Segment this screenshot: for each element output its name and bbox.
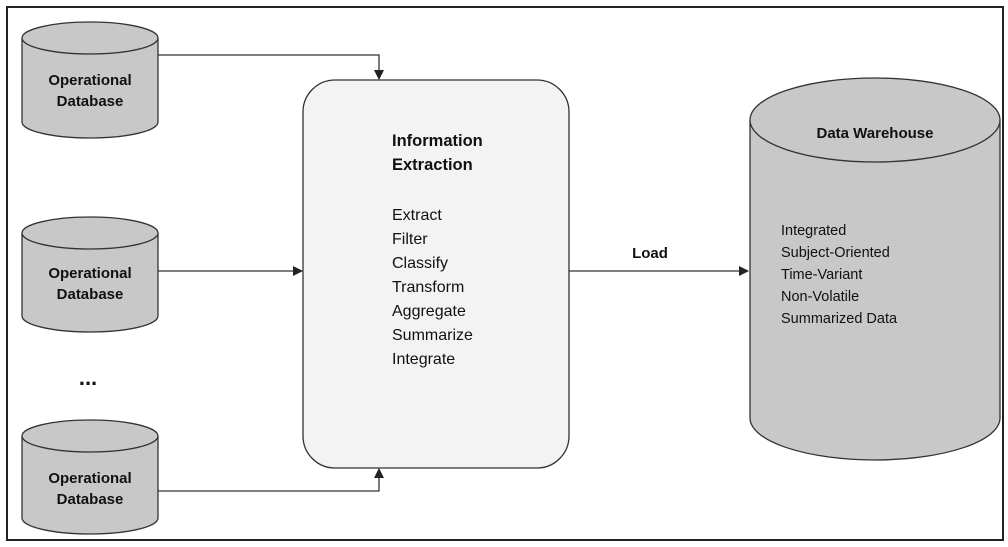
database-label-line1: Operational	[48, 265, 131, 282]
warehouse-property: Non-Volatile	[781, 289, 859, 305]
warehouse-property: Integrated	[781, 223, 846, 239]
extraction-step: Aggregate	[392, 303, 466, 320]
extraction-title-line2: Extraction	[392, 156, 473, 174]
information-extraction-box: Information Extraction Extract Filter Cl…	[302, 79, 570, 469]
database-label-line1: Operational	[48, 72, 131, 89]
extraction-step: Transform	[392, 279, 464, 296]
extraction-step: Integrate	[392, 351, 455, 368]
more-sources-ellipsis: ...	[79, 365, 97, 390]
warehouse-cylinder-top	[749, 77, 1001, 163]
database-cylinder-top	[21, 419, 159, 453]
extraction-step: Extract	[392, 207, 442, 224]
operational-database-3: Operational Database	[21, 419, 159, 535]
database-label-line2: Database	[57, 286, 124, 303]
database-cylinder-top	[21, 21, 159, 55]
warehouse-property: Subject-Oriented	[781, 245, 890, 261]
database-cylinder-icon	[21, 436, 159, 535]
database-label-line2: Database	[57, 93, 124, 110]
connector-db1-to-extraction	[158, 54, 384, 80]
extraction-title-line1: Information	[392, 132, 483, 150]
operational-database-2: Operational Database	[21, 216, 159, 333]
load-label: Load	[632, 245, 668, 262]
extraction-step: Classify	[392, 255, 448, 272]
data-warehouse: Data Warehouse Integrated Subject-Orient…	[749, 77, 1001, 461]
connector-db3-to-extraction	[158, 468, 384, 492]
warehouse-property: Summarized Data	[781, 311, 898, 327]
database-cylinder-icon	[21, 38, 159, 139]
warehouse-cylinder-icon	[749, 120, 1001, 461]
database-label-line1: Operational	[48, 470, 131, 487]
extraction-step: Summarize	[392, 327, 473, 344]
warehouse-property: Time-Variant	[781, 267, 862, 283]
warehouse-title: Data Warehouse	[817, 125, 934, 142]
database-label-line2: Database	[57, 491, 124, 508]
operational-database-1: Operational Database	[21, 21, 159, 139]
database-cylinder-icon	[21, 233, 159, 333]
database-cylinder-top	[21, 216, 159, 250]
extraction-step: Filter	[392, 231, 428, 248]
